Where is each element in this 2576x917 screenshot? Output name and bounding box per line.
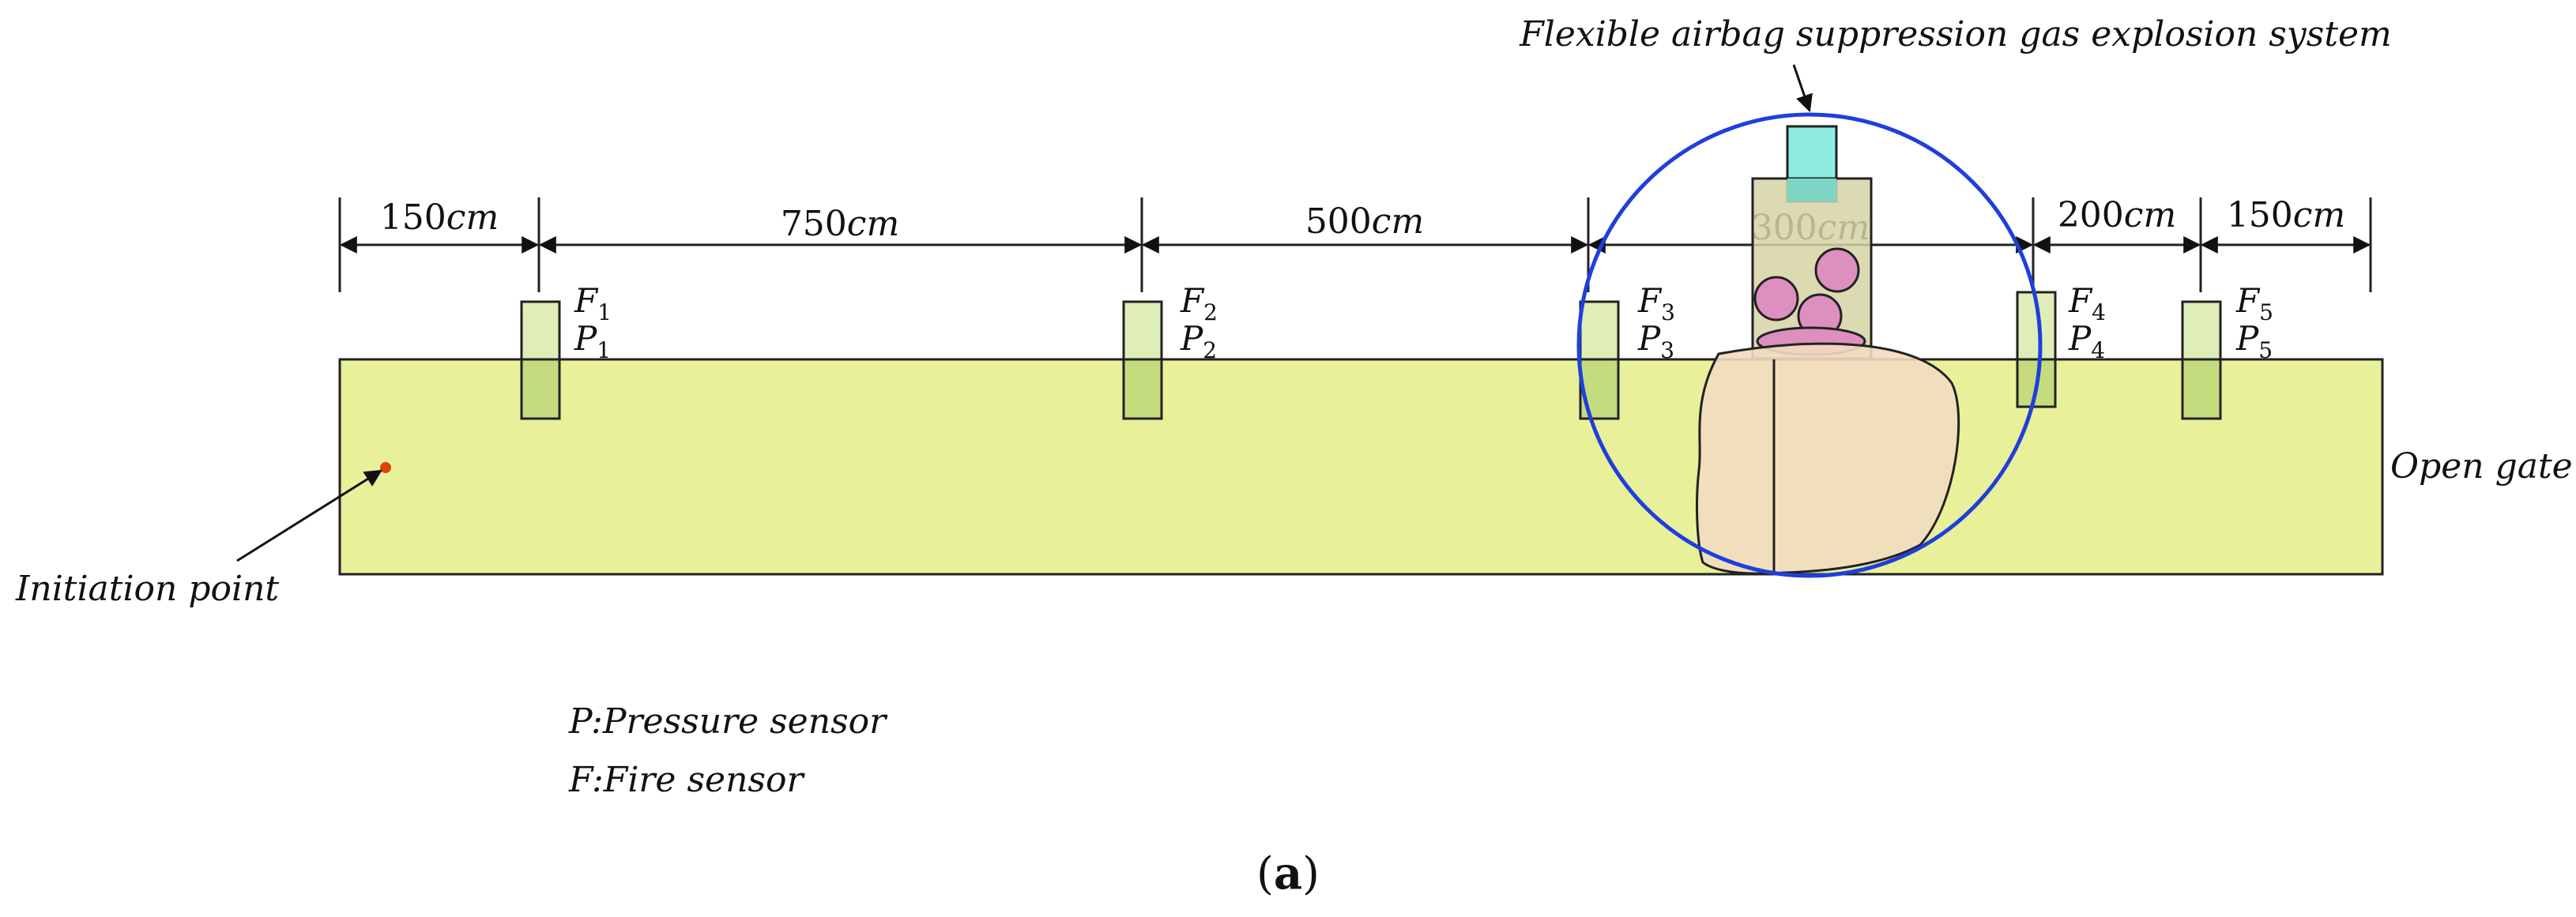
dimension-label-1: 150cm xyxy=(380,197,499,238)
sensor-1-pressure-label: P1 xyxy=(574,319,611,363)
legend-pressure: P:Pressure sensor xyxy=(568,701,888,742)
dimension-label-3: 500cm xyxy=(1305,201,1424,242)
sensor-4-fire-label: F4 xyxy=(2068,281,2106,325)
tunnel-body xyxy=(338,358,2384,576)
sensor-2: F2 P2 xyxy=(1122,281,1218,420)
sensor-1-fire-label: F1 xyxy=(574,281,612,325)
dimension-labels: 150cm 750cm 500cm 300cm 200cm 150cm xyxy=(380,195,2345,248)
sensor-2-lower xyxy=(1122,358,1163,420)
gas-cylinder-cyan-overlap xyxy=(1787,179,1836,201)
initiation-point-label: Initiation point xyxy=(15,569,279,609)
sensor-1: F1 P1 xyxy=(520,281,612,420)
dimension-label-2: 750cm xyxy=(781,204,899,244)
system-title-arrow xyxy=(1792,64,1813,113)
figure-caption: (a) xyxy=(1256,847,1320,900)
pink-ball-2 xyxy=(1753,276,1799,321)
sensor-1-upper xyxy=(520,300,561,361)
dimension-label-5: 200cm xyxy=(2058,195,2176,235)
initiation-point-marker xyxy=(380,462,391,473)
sensor-5-fire-label: F5 xyxy=(2235,281,2273,325)
system-title: Flexible airbag suppression gas explosio… xyxy=(1519,14,2392,54)
deployed-airbag xyxy=(1696,342,1960,575)
dimension-label-6: 150cm xyxy=(2227,195,2345,235)
sensor-2-fire-label: F2 xyxy=(1180,281,1218,325)
sensor-2-pressure-label: P2 xyxy=(1180,319,1217,363)
legend: P:Pressure sensor F:Fire sensor xyxy=(568,701,888,800)
sensor-5: F5 P5 xyxy=(2181,281,2273,420)
sensor-5-upper xyxy=(2181,300,2222,361)
sensor-3-pressure-label: P3 xyxy=(1637,319,1674,363)
initiation-point-arrow xyxy=(236,469,382,562)
sensor-1-lower xyxy=(520,358,561,420)
sensor-2-upper xyxy=(1122,300,1163,361)
legend-fire: F:Fire sensor xyxy=(568,760,805,800)
open-gate-label: Open gate xyxy=(2390,446,2573,487)
sensor-5-pressure-label: P5 xyxy=(2235,319,2273,363)
sensor-4-pressure-label: P4 xyxy=(2068,319,2105,363)
pink-ball-1 xyxy=(1814,247,1860,293)
airbag-suppression-system xyxy=(1576,112,2043,578)
protection-ring xyxy=(1576,112,2043,578)
sensor-3-fire-label: F3 xyxy=(1637,281,1675,325)
sensor-3-upper xyxy=(1579,300,1620,361)
sensor-4: F4 P4 xyxy=(2016,281,2106,408)
sensor-5-lower xyxy=(2181,358,2222,420)
